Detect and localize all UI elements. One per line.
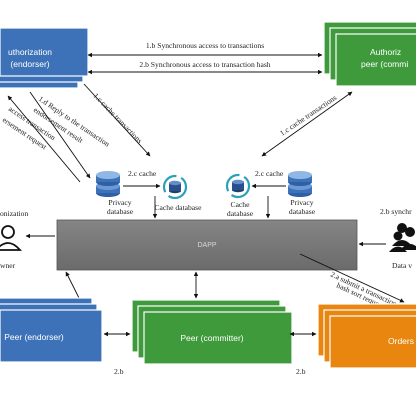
cache-database-left-label: Cache database bbox=[154, 203, 202, 212]
submit-hash-arrow bbox=[299, 253, 405, 303]
orders-node bbox=[317, 303, 416, 369]
privacy-database-right-line2: database bbox=[289, 207, 316, 216]
data-visitors-group-icon bbox=[389, 223, 416, 252]
cache-transactions-right-label: 1.c cache transactions bbox=[278, 93, 338, 138]
authorization-endorser-node bbox=[0, 27, 89, 89]
cache-database-right-line2: database bbox=[227, 209, 254, 218]
dapp-block bbox=[56, 219, 358, 271]
authorization-committer-line1: Authoriz bbox=[370, 47, 401, 57]
reply-endorsement-arrow bbox=[29, 91, 91, 179]
privacy-database-right-line1: Privacy bbox=[290, 198, 313, 207]
cache-right-label: 2.c cache bbox=[255, 169, 284, 178]
peer-committer-node bbox=[131, 299, 293, 365]
orders-label: Orders bbox=[388, 336, 414, 346]
b-left-label: 2.b bbox=[114, 367, 124, 376]
privacy-database-right-icon bbox=[288, 171, 312, 197]
cache-transactions-right-arrow bbox=[261, 91, 353, 157]
peer-endorser-node bbox=[0, 297, 103, 363]
right-actor-top-label: 2.b synchr bbox=[380, 207, 412, 216]
privacy-database-left-icon bbox=[96, 171, 120, 197]
cache-database-left-icon bbox=[162, 174, 188, 200]
peer-committer-label: Peer (committer) bbox=[180, 333, 243, 343]
privacy-database-left-line2: database bbox=[107, 207, 134, 216]
privacy-database-left-line1: Privacy bbox=[108, 198, 131, 207]
sync-transactions-label: 1.b Synchronous access to transactions bbox=[146, 41, 264, 50]
owner-person-icon bbox=[0, 225, 22, 251]
b-right-label: 2.b bbox=[296, 367, 306, 376]
authorization-endorser-line2: (endorser) bbox=[10, 59, 49, 69]
left-actor-bottom-label: wner bbox=[0, 261, 16, 270]
access-transaction-arrow bbox=[7, 95, 81, 183]
authorization-committer-line2: peer (commi bbox=[361, 59, 408, 69]
cache-database-right-line1: Cache bbox=[231, 200, 251, 209]
authorization-committer-node bbox=[323, 21, 416, 87]
left-actor-top-label: onization bbox=[0, 209, 28, 218]
right-actor-bottom-label: Data v bbox=[392, 261, 412, 270]
peer-endorser-label: Peer (endorser) bbox=[4, 332, 64, 342]
authorization-endorser-line1: uthorization bbox=[8, 47, 52, 57]
dapp-label: DAPP bbox=[197, 242, 216, 249]
sync-hash-label: 2.b Synchronous access to transaction ha… bbox=[139, 60, 270, 69]
cache-database-right-icon bbox=[225, 173, 251, 199]
cache-left-label: 2.c cache bbox=[128, 169, 157, 178]
cache-transactions-left-arrow bbox=[83, 83, 151, 157]
